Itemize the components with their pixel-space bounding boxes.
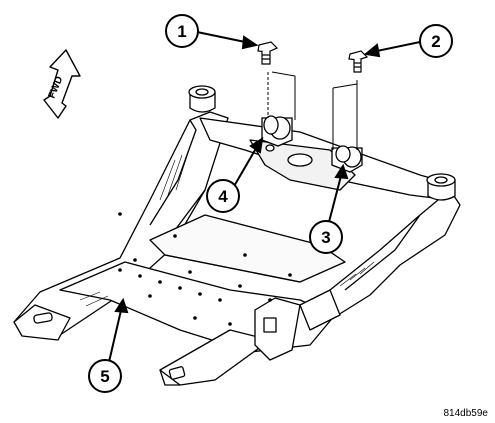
callout-3: 3 [309,220,343,254]
right-isolator-bushing [331,145,363,173]
right-rear-body-mount [426,173,456,201]
callout-4: 4 [206,179,240,213]
callout-2: 2 [419,24,453,58]
callout-1: 1 [165,14,199,48]
left-isolator-bushing [261,115,293,152]
bolt-2 [348,50,369,73]
left-rear-body-mount [188,85,216,113]
callout-2-number: 2 [431,32,440,51]
figure-reference-code: 814db59e [444,408,489,419]
bolt-alignment-lines [267,71,358,150]
callout-3-number: 3 [321,228,330,247]
shading [79,149,375,307]
crossmember-frame [13,111,461,386]
callout-5-number: 5 [100,367,109,386]
bolt-1 [257,41,279,65]
callout-4-number: 4 [218,187,228,206]
callout-5: 5 [88,359,122,393]
leader-lines [108,31,421,363]
platform-holes [118,212,292,326]
callout-1-number: 1 [177,22,186,41]
forward-direction-arrow: FWD [43,49,81,119]
